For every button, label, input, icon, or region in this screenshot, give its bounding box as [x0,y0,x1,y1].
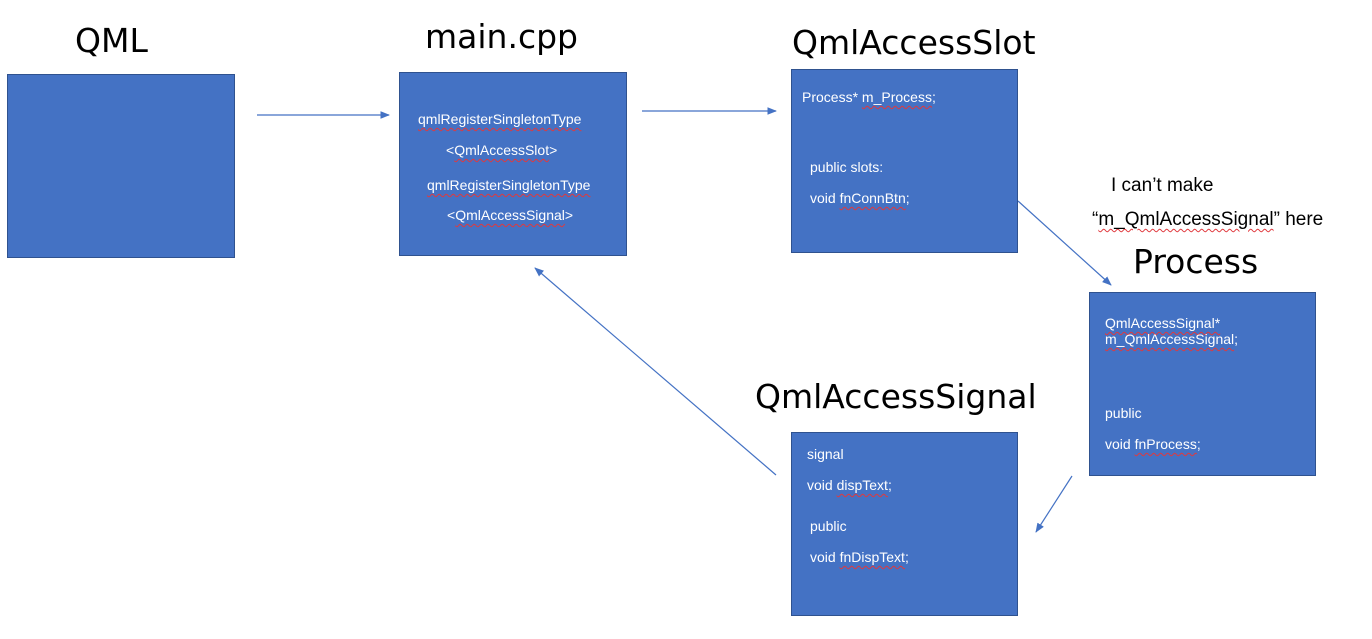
member-type: QmlAccessSignal* [1105,315,1221,331]
process-box [1089,292,1316,476]
main-cpp-box [399,72,627,256]
method-type: void [810,190,840,206]
close-quote: ” here [1273,209,1324,230]
slot-member-line: Process* m_Process; [802,89,936,105]
method-type: void [810,549,840,565]
arrow-signal-to-main [534,267,777,476]
process-method-line: void fnProcess; [1105,436,1201,452]
note-line-1: I can’t make [1111,175,1214,196]
angle-close: > [564,207,574,223]
signal-box [791,432,1018,616]
process-member-name-line: m_QmlAccessSignal; [1105,331,1238,347]
slot-type-arg: QmlAccessSlot [454,142,550,158]
process-section-line: public [1105,405,1142,421]
qml-box [7,74,235,258]
semicolon: ; [931,89,936,105]
signal-type: void [807,477,837,493]
angle-open: < [447,207,456,223]
register-call-1: qmlRegisterSingletonType [418,111,582,127]
main-cpp-line-2: <QmlAccessSlot> [446,142,557,158]
angle-open: < [446,142,455,158]
main-cpp-line-3: qmlRegisterSingletonType [427,177,590,193]
member-name: m_QmlAccessSignal [1105,331,1235,347]
signal-method-line: void fnDispText; [810,549,909,565]
member-type: Process* [802,89,862,105]
signal-section-line: signal [807,446,844,462]
signal-name: dispText [836,477,888,493]
main-cpp-title: main.cpp [425,17,578,56]
open-quote: “ [1092,209,1099,230]
process-title: Process [1133,242,1259,281]
slot-box [791,69,1018,253]
semicolon: ; [905,190,910,206]
note-line-2: “m_QmlAccessSignal” here [1092,210,1323,229]
semicolon: ; [904,549,909,565]
semicolon: ; [1234,331,1239,347]
note-member-name: m_QmlAccessSignal [1098,209,1274,230]
semicolon: ; [887,477,892,493]
signal-public-line: public [810,518,847,534]
main-cpp-line-4: <QmlAccessSignal> [447,207,573,223]
slot-section-line: public slots: [810,159,884,175]
member-name: m_Process [861,89,932,105]
register-call-2: qmlRegisterSingletonType [427,177,591,193]
method-type: void [1105,436,1135,452]
main-cpp-line-1: qmlRegisterSingletonType [418,111,581,127]
process-member-type-line: QmlAccessSignal* [1105,315,1220,331]
method-name: fnProcess [1134,436,1197,452]
signal-decl-line: void dispText; [807,477,892,493]
qml-title: QML [75,21,148,60]
slot-title: QmlAccessSlot [792,23,1036,62]
arrow-slot-to-process [1017,200,1112,286]
angle-close: > [549,142,558,158]
signal-title: QmlAccessSignal [755,377,1037,416]
method-name: fnDispText [839,549,905,565]
semicolon: ; [1196,436,1201,452]
slot-method-line: void fnConnBtn; [810,190,910,206]
method-name: fnConnBtn [839,190,906,206]
arrow-process-to-signal [1035,475,1073,533]
signal-type-arg: QmlAccessSignal [455,207,565,223]
